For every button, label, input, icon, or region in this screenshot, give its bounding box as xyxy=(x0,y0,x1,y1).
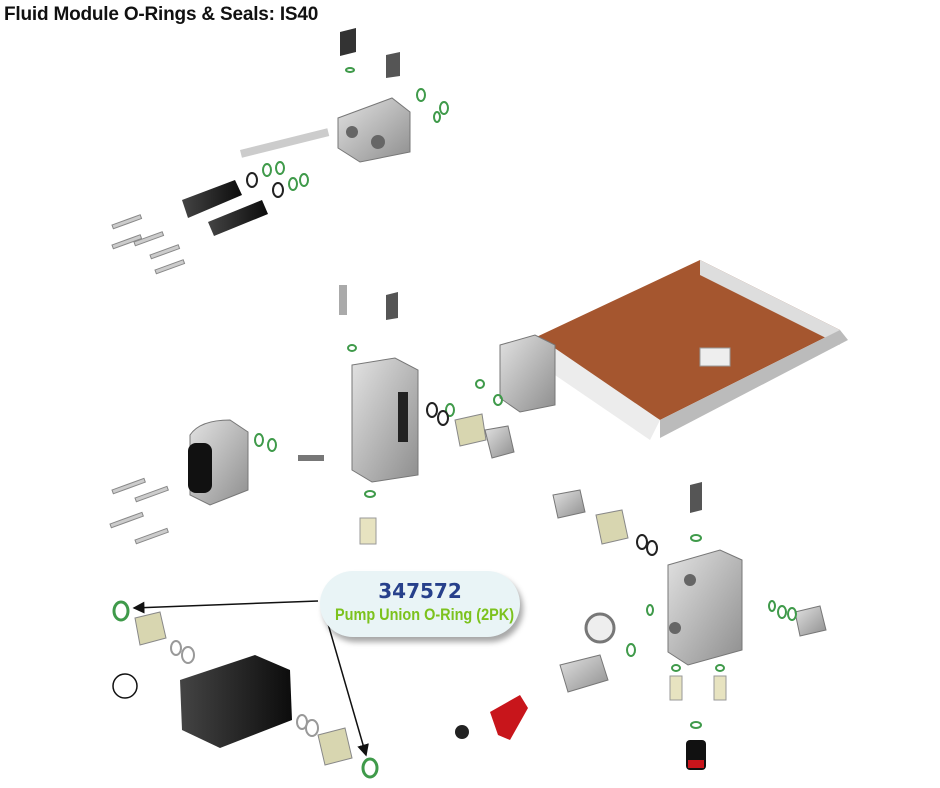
right-manifold-assembly xyxy=(455,482,827,770)
o-rings-middle xyxy=(254,344,503,498)
o-ring-black xyxy=(112,673,138,699)
part-number: 347572 xyxy=(378,579,462,603)
pump-union-o-ring-left xyxy=(112,600,130,622)
o-rings-top xyxy=(262,67,449,191)
callout-arrow-left xyxy=(132,600,319,614)
page-title: Fluid Module O-Rings & Seals: IS40 xyxy=(4,4,319,25)
part-callout: 347572 Pump Union O-Ring (2PK) xyxy=(320,571,520,637)
pump-union-o-ring-right xyxy=(361,757,379,779)
callout-arrow-right xyxy=(321,602,369,757)
pump-assembly xyxy=(112,611,353,766)
part-description: Pump Union O-Ring (2PK) xyxy=(335,605,515,624)
top-valve-assembly xyxy=(111,28,449,275)
heater-plate-assembly xyxy=(499,260,848,440)
middle-manifold-assembly xyxy=(109,285,515,545)
o-rings-right xyxy=(626,534,797,729)
